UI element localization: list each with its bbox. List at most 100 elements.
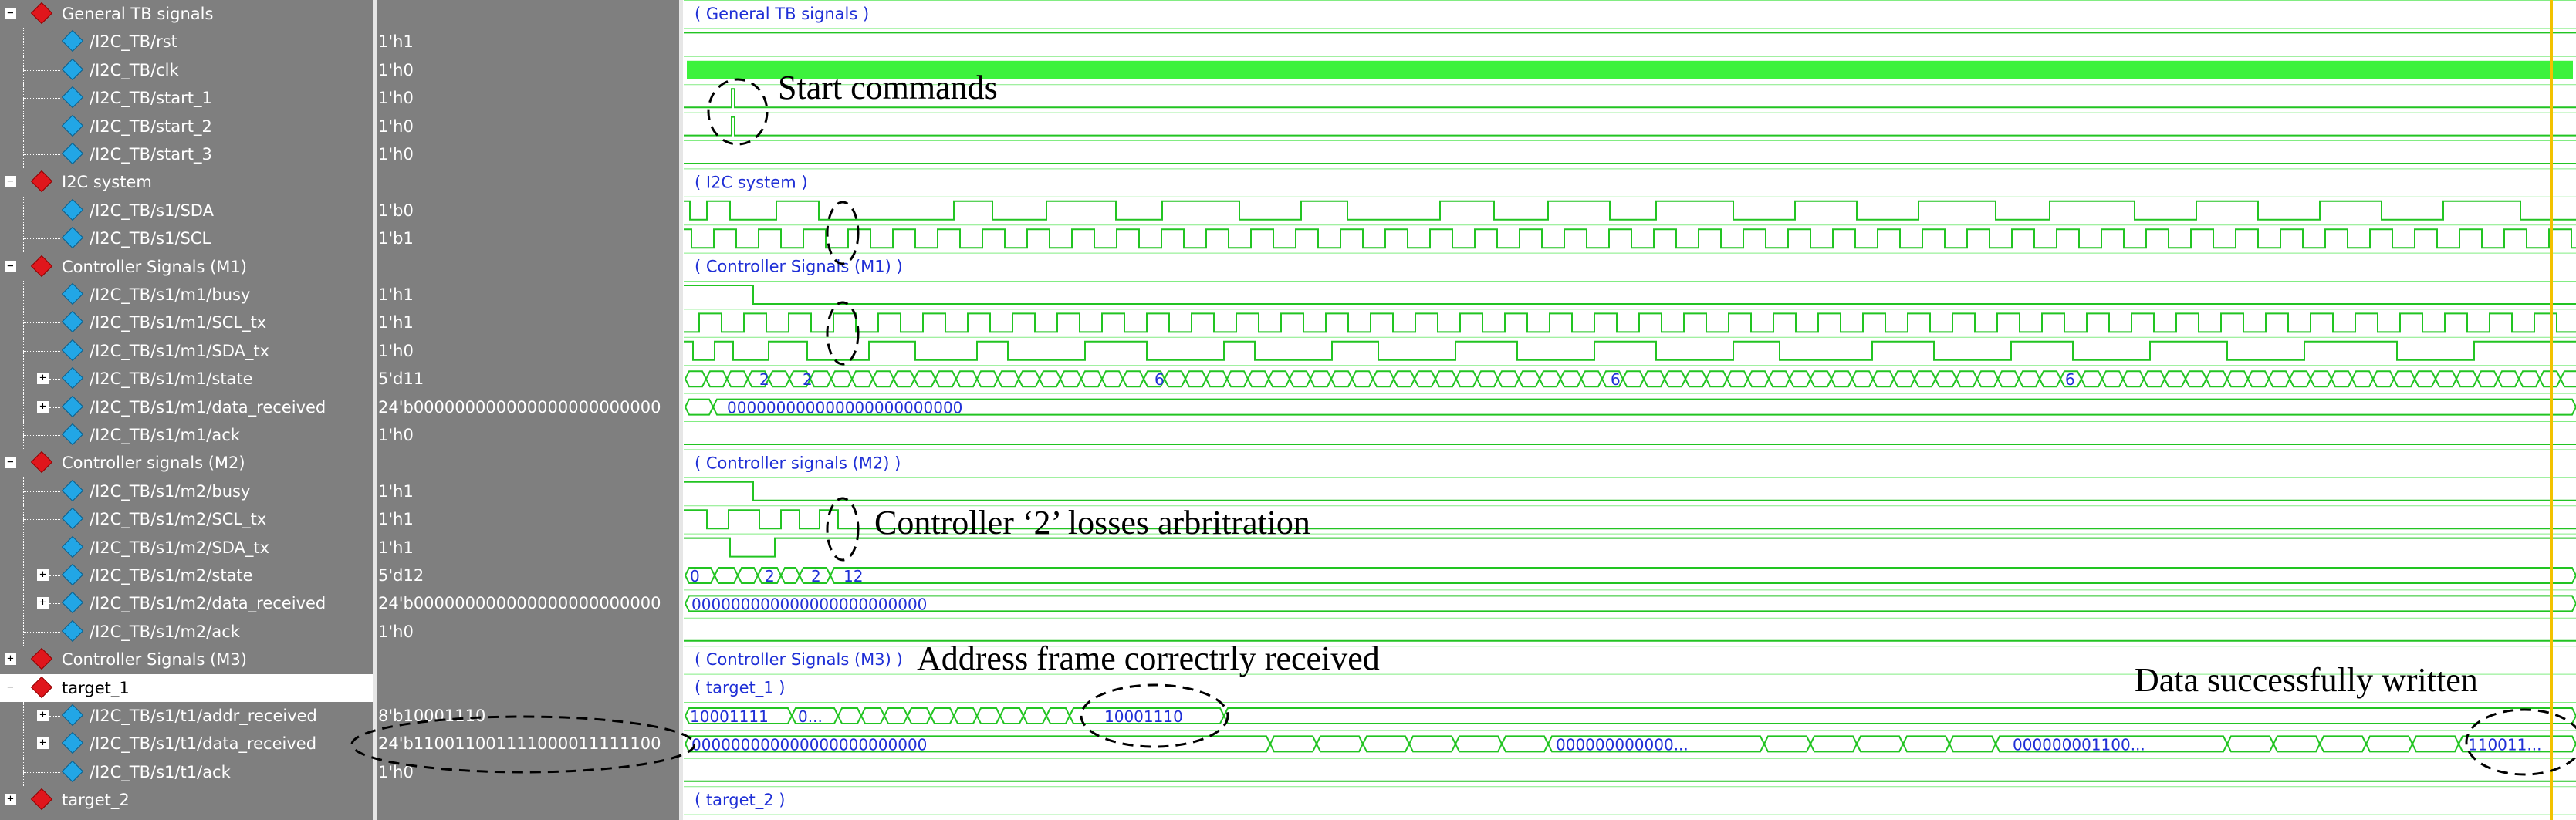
signal-row[interactable]: /I2C_TB/s1/t1/ack	[0, 758, 373, 786]
group-row[interactable]: −target_1	[0, 673, 373, 702]
signal-row[interactable]: +/I2C_TB/s1/m2/data_received	[0, 589, 373, 618]
annotation-data-ellipse	[2465, 708, 2576, 776]
signal-name: /I2C_TB/s1/m2/SCL_tx	[90, 510, 267, 529]
wave-m2-busy	[684, 481, 2576, 501]
wave-m1-state-segment	[1246, 370, 1270, 388]
signal-name: /I2C_TB/s1/m1/data_received	[90, 397, 326, 417]
group-wave-label: ( Controller Signals (M3) )	[695, 650, 903, 669]
signal-row[interactable]: + /I2C_TB/s1/t1/addr_received	[0, 702, 373, 730]
signal-row[interactable]: /I2C_TB/s1/m1/ack	[0, 421, 373, 449]
signal-row[interactable]: +/I2C_TB/s1/m2/state	[0, 562, 373, 589]
m1-data-value: 000000000000000000000000	[727, 399, 962, 417]
wave-m1-state-segment	[2017, 370, 2041, 388]
group-name: Controller Signals (M3)	[62, 650, 247, 670]
wave-m1-state-segment	[1913, 370, 1937, 388]
signal-icon	[61, 423, 84, 446]
signal-value: 1'h0	[378, 762, 414, 781]
collapse-toggle-icon[interactable]: −	[5, 8, 16, 19]
signal-row[interactable]: /I2C_TB/s1/SDA	[0, 196, 373, 224]
wave-m1-state-segment	[1351, 370, 1374, 388]
wave-m1-state-segment	[1871, 370, 1895, 388]
signal-row[interactable]: +/I2C_TB/s1/m1/state	[0, 365, 373, 393]
signal-row[interactable]: /I2C_TB/start_1	[0, 84, 373, 113]
pane-divider-1[interactable]	[373, 0, 377, 820]
expand-toggle-icon[interactable]: +	[37, 400, 49, 413]
group-icon	[30, 170, 53, 193]
signal-row[interactable]: /I2C_TB/s1/m1/SCL_tx	[0, 309, 373, 337]
wave-m1-state-segment	[1934, 370, 1958, 388]
signal-name: /I2C_TB/start_1	[90, 89, 212, 108]
wave-m1-state-segment	[996, 370, 1020, 388]
wave-m1-state-segment	[2288, 370, 2312, 388]
group-row[interactable]: − I2C system	[0, 168, 373, 196]
expand-toggle-icon[interactable]: +	[37, 597, 49, 609]
wave-t1-data-segment	[2457, 735, 2576, 753]
expand-toggle-icon[interactable]: +	[37, 569, 49, 581]
group-name: General TB signals	[62, 5, 214, 23]
signal-row[interactable]: /I2C_TB/rst	[0, 28, 373, 56]
wave-m1-data-segment	[684, 398, 715, 416]
wave-m1-state-segment	[2476, 370, 2500, 388]
wave-t1-addr-segment	[837, 707, 863, 724]
wave-t1-data-segment	[2411, 735, 2460, 753]
wave-t1-data-segment	[1315, 735, 1364, 753]
signal-row[interactable]: +/I2C_TB/s1/t1/data_received	[0, 730, 373, 758]
signal-row[interactable]: /I2C_TB/s1/m2/ack	[0, 617, 373, 646]
signal-row[interactable]: /I2C_TB/s1/m2/SCL_tx	[0, 505, 373, 534]
wave-m2-state-segment	[779, 567, 801, 584]
signal-icon	[61, 367, 84, 390]
expand-toggle-icon[interactable]: +	[37, 737, 49, 750]
waveform-pane[interactable]: ( General TB signals )( I2C system )( Co…	[684, 0, 2576, 820]
signal-value: 1'h1	[378, 538, 414, 557]
signal-row[interactable]: /I2C_TB/clk	[0, 56, 373, 84]
wave-m1-state-segment	[1184, 370, 1208, 388]
wave-m1-state-segment	[1580, 370, 1604, 388]
signal-row[interactable]: /I2C_TB/s1/m2/SDA_tx	[0, 533, 373, 562]
wave-m1-state-segment	[1017, 370, 1041, 388]
wave-t1-data-segment	[1763, 735, 1812, 753]
signal-icon	[61, 508, 84, 530]
group-row[interactable]: +target_2	[0, 786, 373, 814]
waveform-canvas[interactable]: ( General TB signals )( I2C system )( Co…	[684, 0, 2576, 820]
signal-row[interactable]: /I2C_TB/start_3	[0, 140, 373, 168]
collapse-toggle-icon[interactable]: −	[5, 260, 16, 272]
signal-row[interactable]: /I2C_TB/s1/m2/busy	[0, 477, 373, 505]
collapse-toggle-icon[interactable]: −	[5, 176, 16, 188]
wave-m1-state-segment	[2309, 370, 2333, 388]
signal-value: 1'h1	[378, 285, 414, 304]
signal-icon	[61, 760, 84, 782]
signal-row[interactable]: /I2C_TB/start_2	[0, 112, 373, 140]
wave-m1-state-segment	[1851, 370, 1875, 388]
signal-value: 1'h1	[378, 481, 414, 501]
expand-toggle-icon[interactable]: +	[5, 794, 16, 806]
wave-sda	[684, 200, 2576, 221]
collapse-toggle-icon[interactable]: −	[5, 457, 16, 469]
tree-line	[23, 730, 24, 758]
signal-icon	[61, 395, 84, 417]
signal-row[interactable]: /I2C_TB/s1/m1/busy	[0, 281, 373, 309]
group-row[interactable]: −Controller Signals (M1)	[0, 253, 373, 281]
group-wave-label: ( target_2 )	[695, 791, 785, 810]
collapse-toggle-icon[interactable]: −	[5, 681, 16, 693]
expand-toggle-icon[interactable]: +	[37, 373, 49, 385]
wave-m2-state-segment	[713, 567, 739, 584]
signal-row[interactable]: /I2C_TB/s1/m1/SDA_tx	[0, 336, 373, 365]
wave-m1-state-segment	[1121, 370, 1145, 388]
signal-name: /I2C_TB/s1/t1/addr_received	[90, 707, 317, 725]
pane-divider-2[interactable]	[679, 0, 683, 820]
signal-row[interactable]: + /I2C_TB/s1/m1/data_received	[0, 393, 373, 421]
wave-m1-state-segment	[1476, 370, 1499, 388]
wave-m1-state-segment	[2559, 370, 2576, 388]
signal-name: /I2C_TB/s1/m1/SCL_tx	[90, 313, 267, 332]
group-name: I2C system	[62, 173, 152, 192]
wave-m1-state-segment	[2371, 370, 2395, 388]
expand-toggle-icon[interactable]: +	[37, 710, 49, 721]
group-row[interactable]: − General TB signals	[0, 0, 373, 28]
wave-m1-state-segment	[2413, 370, 2437, 388]
group-row[interactable]: −Controller signals (M2)	[0, 449, 373, 477]
signal-value: 1'h0	[378, 426, 414, 444]
wave-t1-addr-segment	[999, 707, 1025, 724]
signal-row[interactable]: /I2C_TB/s1/SCL	[0, 224, 373, 253]
group-row[interactable]: + Controller Signals (M3)	[0, 646, 373, 673]
expand-toggle-icon[interactable]: +	[5, 653, 16, 666]
